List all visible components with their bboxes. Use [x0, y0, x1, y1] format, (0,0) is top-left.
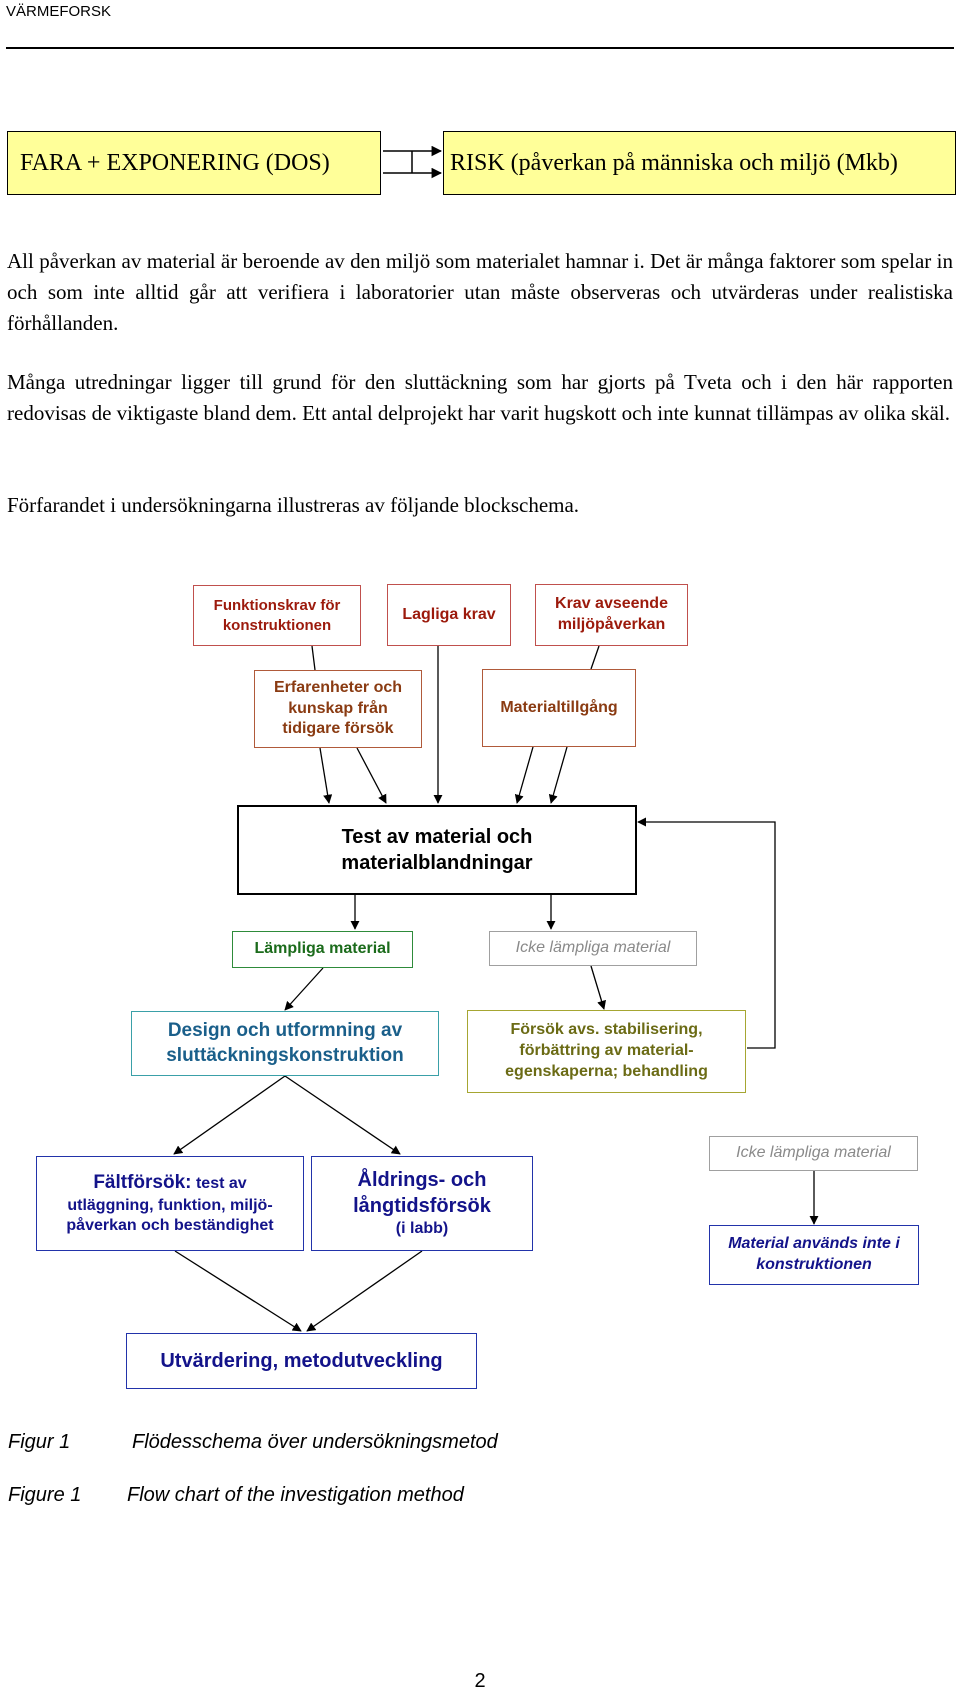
faltforsok-title: Fältförsök:	[93, 1172, 192, 1193]
faltforsok-description: test av utläggning, funktion, miljö-påve…	[66, 1175, 274, 1235]
arrow-aldring-to-utvardering	[306, 1250, 423, 1332]
hazard-exposure-box: FARA + EXPONERING (DOS)	[7, 131, 381, 195]
aldring-title: Åldrings- och långtidsförsök	[353, 1169, 491, 1218]
box-icke-lampliga-1: Icke lämpliga material	[489, 931, 697, 966]
caption-en-text: Flow chart of the investigation method	[127, 1484, 464, 1506]
connector-krav-miljo	[590, 645, 600, 670]
arrow-erfarenheter-right	[356, 747, 387, 804]
arrow-to-design	[284, 967, 324, 1011]
arrow-erfarenheter-left	[319, 747, 333, 804]
caption-sv-label: Figur 1	[8, 1431, 71, 1453]
box-utvardering: Utvärdering, metodutveckling	[126, 1333, 477, 1389]
box-funktionskrav: Funktionskrav för konstruktionen	[193, 585, 361, 646]
box-materialtillgang: Materialtillgång	[482, 669, 636, 747]
box-lagliga-krav: Lagliga krav	[387, 584, 511, 646]
box-aldring: Åldrings- och långtidsförsök (i labb)	[311, 1156, 533, 1251]
box-faltforsok: Fältförsök: test av utläggning, funktion…	[36, 1156, 304, 1251]
paragraph-1: All påverkan av material är beroende av …	[7, 249, 953, 335]
risk-box: RISK (påverkan på människa och miljö (Mk…	[443, 131, 956, 195]
paragraph-2: Många utredningar ligger till grund för …	[7, 370, 953, 425]
box-icke-lampliga-2: Icke lämpliga material	[709, 1136, 918, 1171]
arrow-to-faltforsok	[173, 1075, 286, 1155]
header-divider	[6, 47, 954, 49]
box-design: Design och utformning av sluttäckningsko…	[131, 1011, 439, 1076]
arrow-to-stabilisering	[590, 965, 606, 1010]
caption-sv-text: Flödesschema över undersökningsmetod	[132, 1431, 498, 1453]
aldring-subtitle: (i labb)	[395, 1220, 449, 1238]
page-number: 2	[474, 1670, 486, 1692]
arrow-materialtillgang-right	[548, 746, 568, 804]
box-lampliga-material: Lämpliga material	[232, 931, 413, 968]
box-forsok-stabilisering: Försök avs. stabilisering, förbättring a…	[467, 1010, 746, 1093]
arrow-materialtillgang-left	[514, 746, 534, 804]
caption-en-label: Figure 1	[8, 1484, 82, 1506]
paragraph-3: Förfarandet i undersökningarna illustrer…	[7, 493, 580, 517]
box-material-anvands-inte: Material används inte i konstruktionen	[709, 1225, 919, 1285]
box-erfarenheter: Erfarenheter och kunskap från tidigare f…	[254, 670, 422, 748]
connector-funktionskrav	[311, 645, 316, 671]
header-title: VÄRMEFORSK	[6, 3, 112, 20]
box-test-material: Test av material och materialblandningar	[237, 805, 637, 895]
arrow-to-aldring	[284, 1075, 401, 1155]
box-krav-miljopaverkan: Krav avseende miljöpåverkan	[535, 584, 688, 646]
arrow-falt-to-utvardering	[174, 1250, 302, 1332]
feedback-loop	[637, 817, 776, 1049]
